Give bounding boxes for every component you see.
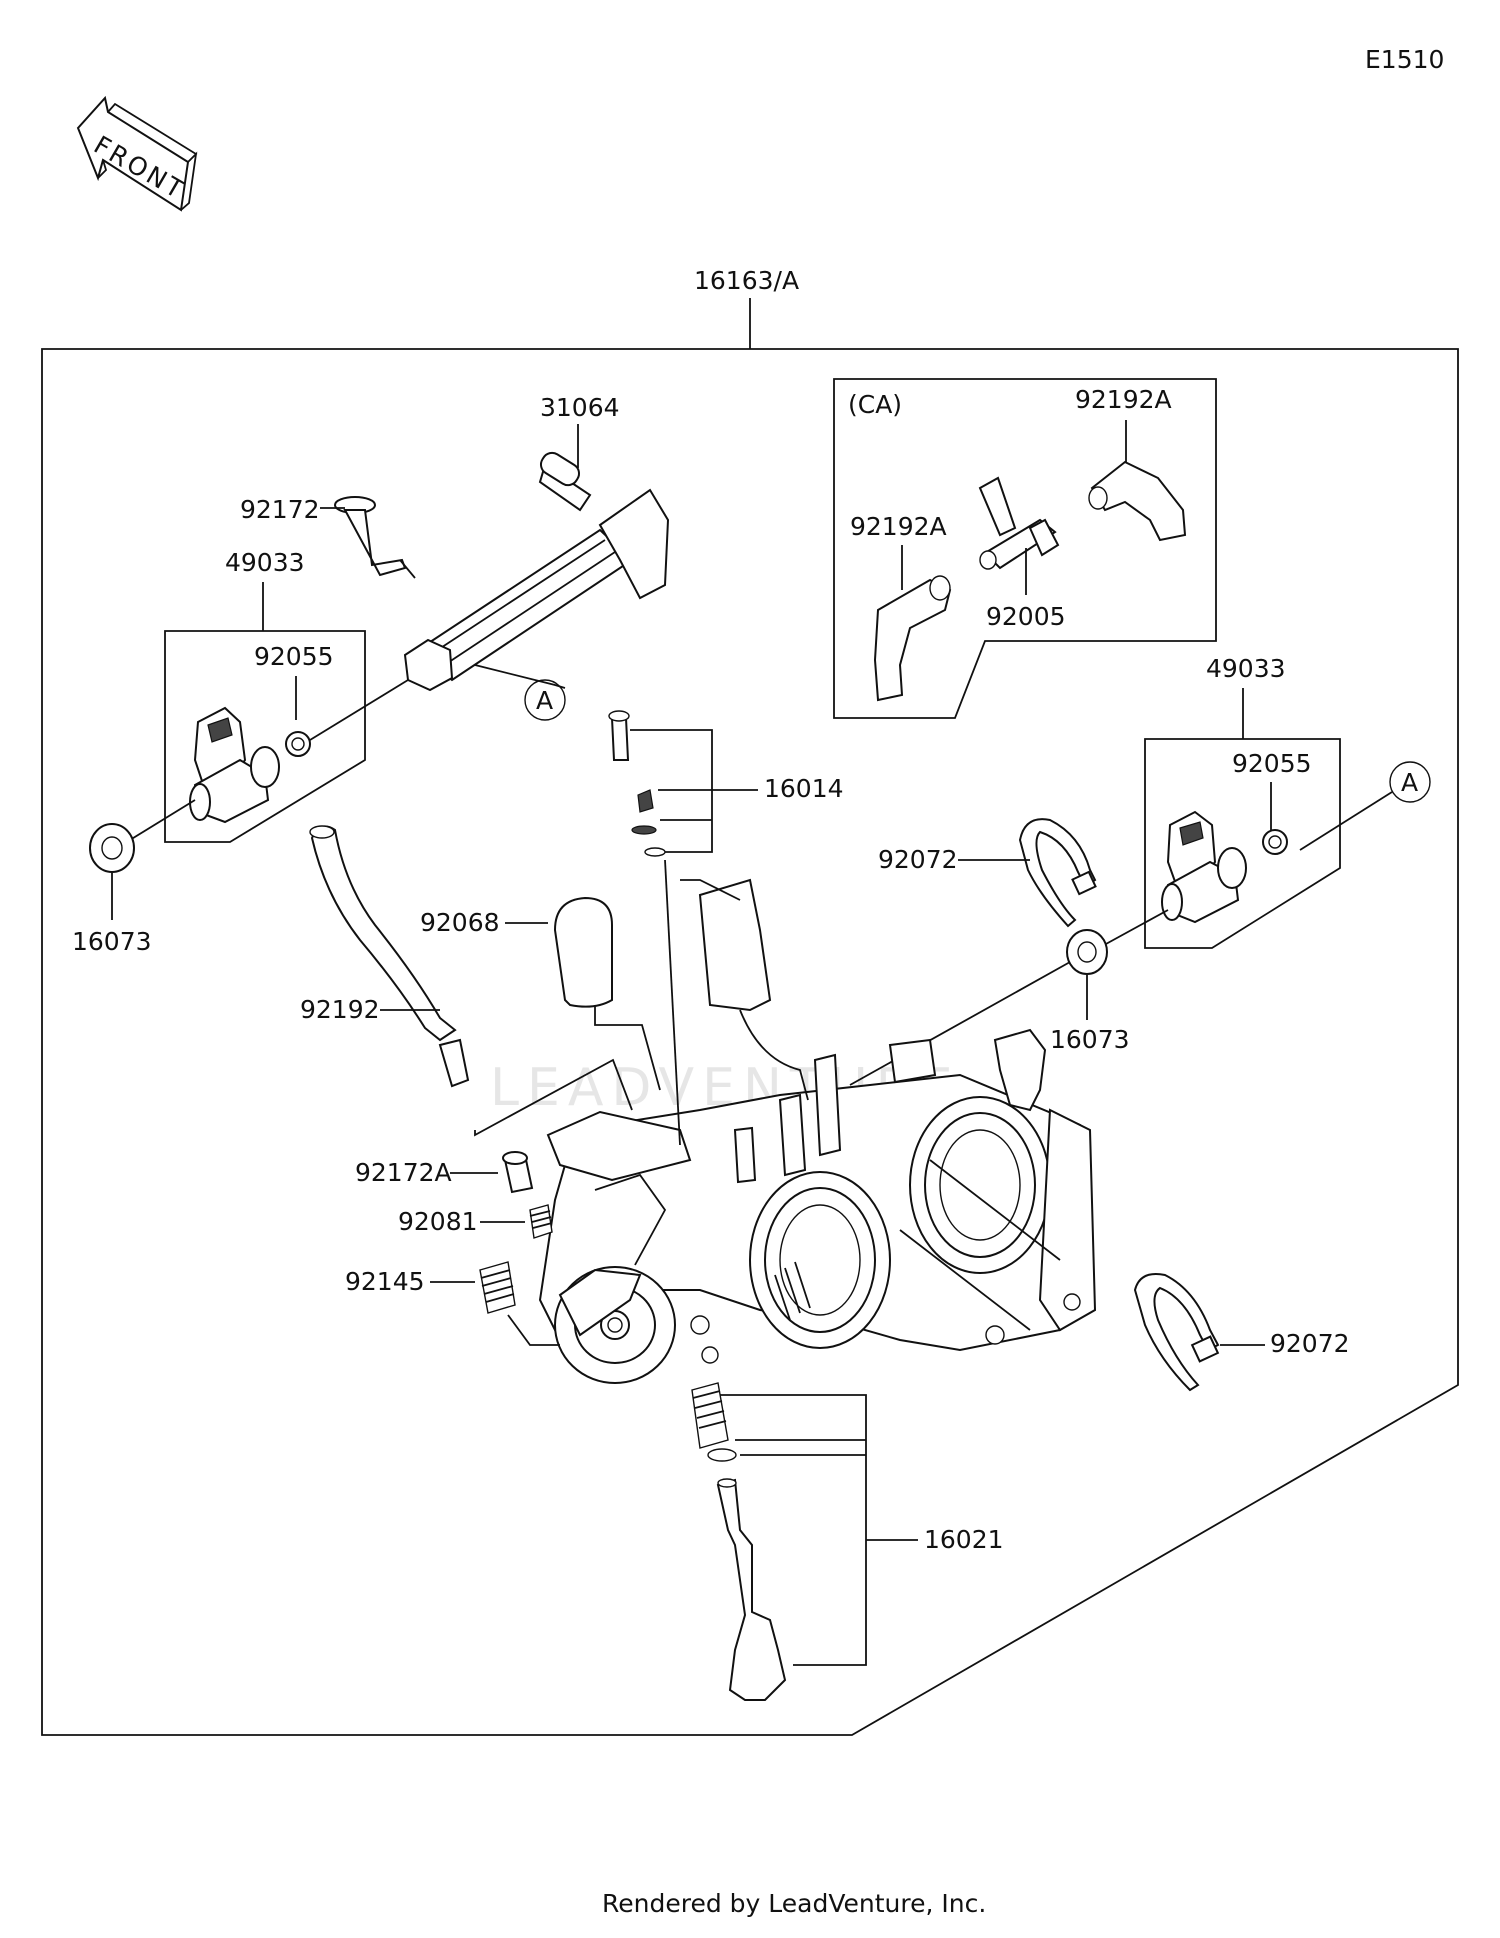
part-label-92055-left: 92055	[254, 642, 334, 671]
sensor-kit-16014	[608, 710, 666, 857]
part-label-92192A-left: 92192A	[850, 512, 947, 541]
part-label-92172A: 92172A	[355, 1158, 452, 1187]
part-label-92068: 92068	[420, 908, 500, 937]
part-label-92055-right: 92055	[1232, 749, 1312, 778]
screw-92172A	[502, 1151, 534, 1194]
tee-fitting-92005	[978, 476, 1060, 570]
injector-right	[1161, 810, 1247, 924]
ref-a-leader-left	[474, 664, 566, 689]
svg-text:A: A	[536, 686, 553, 715]
idle-screw-kit-16021	[691, 1382, 787, 1701]
hose-92192A-top	[1088, 460, 1187, 542]
clamp-92072-bottom	[1133, 1273, 1220, 1392]
assembly-frame	[41, 348, 1459, 1736]
part-label-92145: 92145	[345, 1267, 425, 1296]
hose-92192A-left	[873, 575, 952, 702]
part-label-92072-bottom: 92072	[1270, 1329, 1350, 1358]
ca-inset-frame	[833, 378, 1217, 719]
part-label-49033-left: 49033	[225, 548, 305, 577]
part-label-16073-right: 16073	[1050, 1025, 1130, 1054]
spring-92081	[529, 1204, 553, 1239]
part-label-49033-right: 49033	[1206, 654, 1286, 683]
front-arrow-icon	[76, 95, 198, 212]
grommet-16073-left	[89, 823, 135, 873]
ref-a-marker-right: A	[1389, 761, 1431, 803]
throttle-body-assembly	[538, 878, 1097, 1384]
part-label-31064: 31064	[540, 393, 620, 422]
fuel-rail	[403, 451, 670, 692]
part-label-16021: 16021	[924, 1525, 1004, 1554]
bracket-16014	[630, 729, 713, 853]
part-label-92081: 92081	[398, 1207, 478, 1236]
right-injector-bracket	[1144, 738, 1341, 949]
assembly-number: 16163/A	[694, 266, 799, 295]
part-label-16073-left: 16073	[72, 927, 152, 956]
bracket-16021	[720, 1394, 867, 1666]
grommet-16073-right	[1066, 929, 1108, 975]
part-label-92005: 92005	[986, 602, 1066, 631]
hose-92192	[309, 825, 470, 1088]
part-label-92072-top: 92072	[878, 845, 958, 874]
bolt-92172	[334, 496, 416, 579]
clamp-92072-top	[1018, 818, 1097, 928]
injector-left	[189, 706, 280, 824]
cap-92068	[553, 896, 613, 1008]
left-injector-bracket	[164, 582, 366, 843]
part-label-16014: 16014	[764, 774, 844, 803]
svg-text:A: A	[1401, 768, 1418, 797]
diagram-code: E1510	[1365, 45, 1444, 74]
ref-a-leader-right	[1299, 791, 1393, 851]
part-label-92192A-top: 92192A	[1075, 385, 1172, 414]
ca-label: (CA)	[848, 390, 902, 419]
ref-a-marker-left: A	[524, 679, 566, 721]
spring-92145	[479, 1261, 516, 1314]
part-label-92192: 92192	[300, 995, 380, 1024]
footer-credit: Rendered by LeadVenture, Inc.	[602, 1889, 986, 1918]
part-label-92172: 92172	[240, 495, 320, 524]
